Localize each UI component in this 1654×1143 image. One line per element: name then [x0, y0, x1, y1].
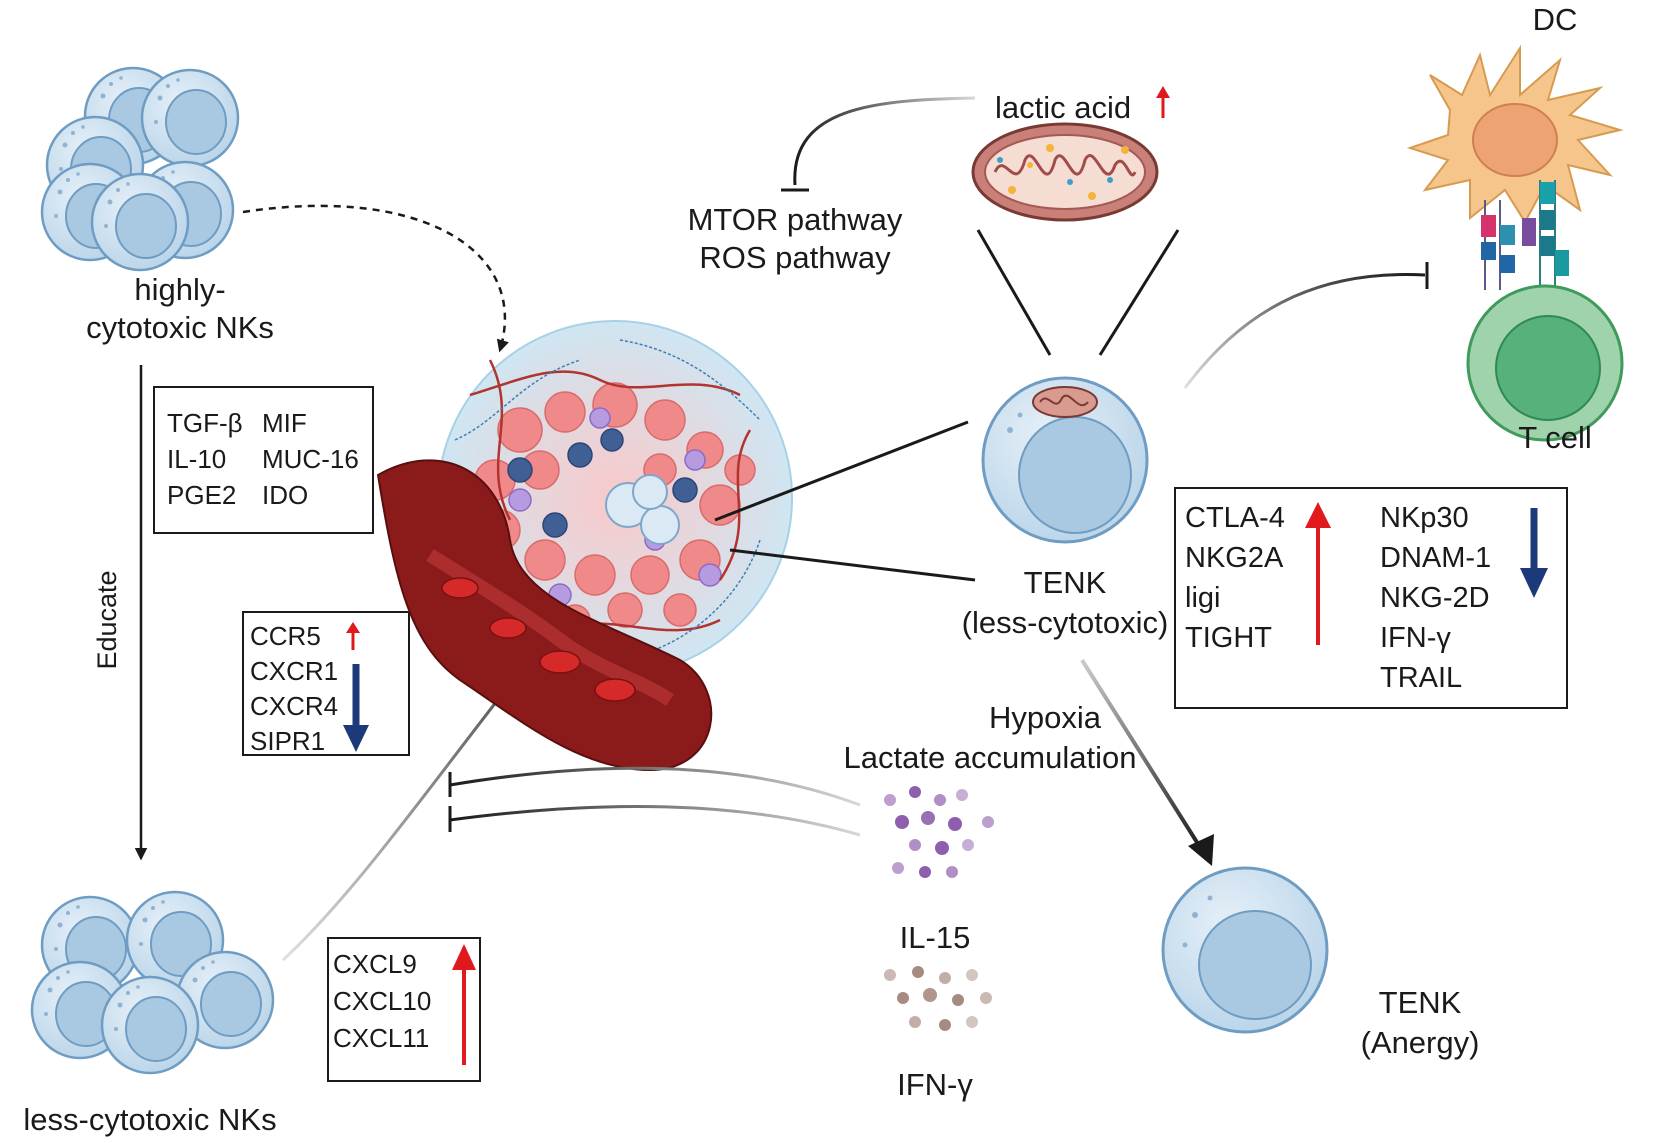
marker-nkp30: NKp30: [1380, 502, 1469, 534]
chemokine-box: CXCL9 CXCL10 CXCL11: [327, 937, 481, 1082]
receptor-sipr1: SIPR1: [250, 726, 325, 756]
tenk-anergy-cell: [1161, 866, 1329, 1034]
ifng-inhibit-line: [449, 804, 861, 837]
marker-dnam-1: DNAM-1: [1380, 542, 1491, 574]
il15-label: IL-15: [900, 920, 971, 955]
factor-tgf-beta: TGF-β: [167, 408, 243, 438]
marker-ligi: ligi: [1185, 582, 1220, 614]
dendritic-cell: [1406, 44, 1624, 224]
highly-cytotoxic-label-1: highly-: [134, 272, 225, 307]
highly-cytotoxic-nk-cluster: [40, 66, 240, 272]
factor-mif: MIF: [262, 408, 307, 438]
mito-zoom-line-left: [976, 229, 1052, 356]
chemokine-cxcl9: CXCL9: [333, 949, 417, 979]
marker-nkg-2d: NKG-2D: [1380, 582, 1490, 614]
tenk-less-label-2: (less-cytotoxic): [962, 605, 1169, 640]
ifng-label: IFN-γ: [897, 1067, 973, 1102]
tenk-anergy-label-2: (Anergy): [1361, 1025, 1480, 1060]
less-cytotoxic-nk-cluster: [30, 890, 275, 1075]
down-arrow-icon: [343, 664, 369, 752]
marker-trail: TRAIL: [1380, 662, 1462, 694]
dc-label: DC: [1533, 2, 1578, 37]
marker-box: CTLA-4 NKG2A ligi TIGHT NKp30 DNAM-1 NKG…: [1174, 487, 1568, 709]
hypoxia-label: Hypoxia: [989, 700, 1102, 735]
highly-cytotoxic-label-2: cytotoxic NKs: [86, 310, 274, 345]
ifng-cytokine-cluster: [884, 966, 992, 1031]
blood-vessel: [376, 459, 713, 772]
receptor-cxcr4: CXCR4: [250, 691, 338, 721]
educate-label: Educate: [92, 570, 122, 669]
factor-box: TGF-β IL-10 PGE2 MIF MUC-16 IDO: [153, 386, 374, 534]
t-cell-label: T cell: [1518, 420, 1592, 455]
tenk-less-label-1: TENK: [1024, 565, 1107, 600]
down-arrow-icon: [1520, 508, 1548, 598]
receptor-ligand-pairs: [1481, 180, 1569, 300]
ros-pathway-label: ROS pathway: [699, 240, 891, 275]
hypoxia-arrow-head: [1188, 834, 1214, 866]
lactate-label: Lactate accumulation: [844, 740, 1137, 775]
mito-zoom-line-right: [1098, 229, 1180, 356]
factor-pge2: PGE2: [167, 480, 236, 510]
tenk-anergy-label-1: TENK: [1379, 985, 1462, 1020]
chemokine-cxcl10: CXCL10: [333, 986, 431, 1016]
mitochondrion: [971, 122, 1159, 222]
up-arrow-icon: [452, 944, 476, 1065]
marker-nkg2a: NKG2A: [1185, 542, 1284, 574]
t-cell: [1466, 284, 1624, 442]
il15-cytokine-cluster: [884, 786, 994, 878]
zoom-line-upper: [714, 420, 969, 522]
receptor-ccr5: CCR5: [250, 621, 321, 651]
tenk-less-cytotoxic-cell: [981, 376, 1149, 544]
hypoxia-arrow-line: [1080, 658, 1207, 857]
lactic-acid-inhibit-line: [793, 96, 976, 186]
receptor-cxcr1: CXCR1: [250, 656, 338, 686]
mtor-pathway-label: MTOR pathway: [688, 202, 903, 237]
dashed-infiltration-arrow: [242, 204, 509, 353]
lactic-acid-label: lactic acid: [995, 90, 1131, 125]
up-arrow-icon: [1305, 502, 1331, 645]
up-arrow-icon: [346, 622, 360, 650]
marker-ctla-4: CTLA-4: [1185, 502, 1285, 534]
up-arrow-icon: [1156, 86, 1170, 118]
less-cytotoxic-label: less-cytotoxic NKs: [23, 1102, 276, 1137]
receptor-box: CCR5 CXCR1 CXCR4 SIPR1: [242, 611, 410, 756]
chemokine-cxcl11: CXCL11: [333, 1023, 429, 1053]
factor-il-10: IL-10: [167, 444, 226, 474]
factor-ido: IDO: [262, 480, 308, 510]
il15-inhibit-line: [449, 766, 861, 807]
factor-muc-16: MUC-16: [262, 444, 359, 474]
zoom-line-lower: [729, 548, 976, 582]
marker-ifn-gamma: IFN-γ: [1380, 622, 1451, 654]
tenk-inhibit-line: [1183, 272, 1426, 389]
marker-tight: TIGHT: [1185, 622, 1272, 654]
